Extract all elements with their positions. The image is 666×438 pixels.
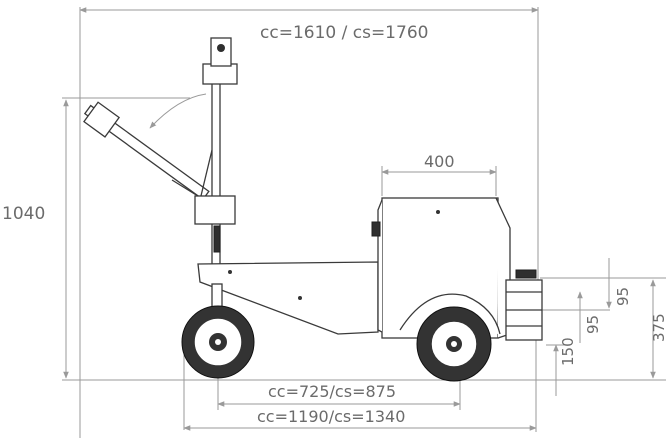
total-base-label: cc=1190/cs=1340 xyxy=(257,407,405,426)
steering-column xyxy=(194,37,238,279)
height-375-label: 375 xyxy=(650,313,666,342)
platform-400-label: 400 xyxy=(424,152,455,171)
dim-95-upper-label: 95 xyxy=(614,287,632,306)
wheelbase-label: cc=725/cs=875 xyxy=(268,382,396,401)
handle-swing xyxy=(83,93,215,207)
chassis xyxy=(197,261,379,335)
rear-wheel xyxy=(399,293,501,382)
dimension-frame xyxy=(62,7,666,438)
height-1040-label: 1040 xyxy=(2,204,45,224)
rear-hitch xyxy=(505,269,543,341)
front-wheel xyxy=(181,283,255,379)
dim-95-lower-label: 95 xyxy=(584,315,602,334)
overall-length-label: cc=1610 / cs=1760 xyxy=(260,23,428,43)
height-150-label: 150 xyxy=(559,337,577,366)
